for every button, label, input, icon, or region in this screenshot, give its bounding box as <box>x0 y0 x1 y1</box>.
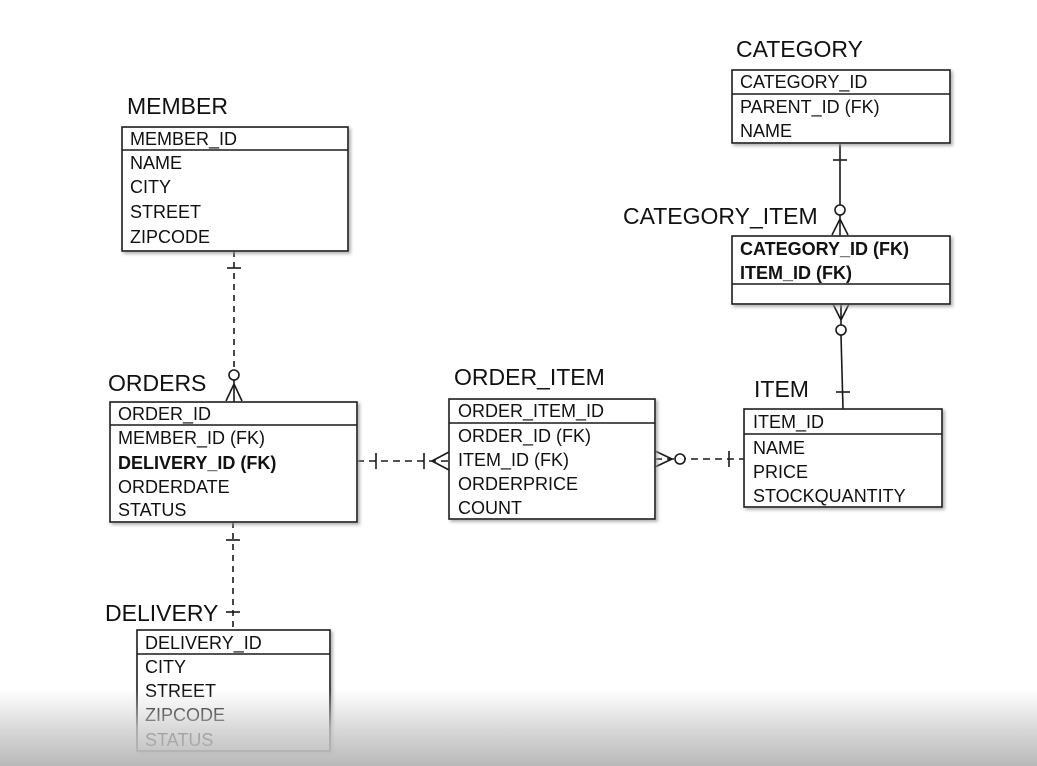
member-attr: STREET <box>130 202 201 222</box>
delivery-title: DELIVERY <box>105 600 218 626</box>
category-item-key: ITEM_ID (FK) <box>740 263 852 283</box>
orders-title: ORDERS <box>108 370 206 396</box>
item-title: ITEM <box>754 376 809 402</box>
orders-box <box>109 401 358 523</box>
category-attr: NAME <box>740 121 792 141</box>
delivery-attr: ZIPCODE <box>145 705 225 725</box>
category-attr: PARENT_ID (FK) <box>740 97 880 118</box>
member-box <box>121 126 349 252</box>
relationship-item-orderitem <box>654 450 744 468</box>
item-key: ITEM_ID <box>753 412 824 433</box>
member-attr: ZIPCODE <box>130 227 210 247</box>
orders-attr: DELIVERY_ID (FK) <box>118 453 276 473</box>
item-attr: PRICE <box>753 462 808 482</box>
relationship-item-categoryitem <box>832 303 850 410</box>
relationship-category-categoryitem <box>831 143 849 236</box>
delivery-attr: STREET <box>145 681 216 701</box>
member-attr: NAME <box>130 153 182 173</box>
category-item-title: CATEGORY_ITEM <box>623 203 818 229</box>
category-title: CATEGORY <box>736 36 863 62</box>
orders-key: ORDER_ID <box>118 404 211 425</box>
delivery-attr: STATUS <box>145 730 213 750</box>
relationship-orders-orderitem <box>357 451 450 471</box>
orders-attr: ORDERDATE <box>118 477 230 497</box>
orders-attr: MEMBER_ID (FK) <box>118 428 265 449</box>
member-key: MEMBER_ID <box>130 129 237 150</box>
item-attr: STOCKQUANTITY <box>753 486 906 506</box>
delivery-key: DELIVERY_ID <box>145 633 262 654</box>
delivery-attr: CITY <box>145 657 186 677</box>
relationship-lines <box>225 143 850 630</box>
order-item-box <box>448 398 656 520</box>
order-item-title: ORDER_ITEM <box>454 364 605 390</box>
category-box <box>731 69 951 144</box>
order-item-attr: COUNT <box>458 498 522 518</box>
category-item-box <box>731 235 951 305</box>
member-attr: CITY <box>130 177 171 197</box>
item-box <box>743 408 943 508</box>
order-item-key: ORDER_ITEM_ID <box>458 401 604 422</box>
order-item-attr: ITEM_ID (FK) <box>458 450 569 471</box>
category-key: CATEGORY_ID <box>740 72 867 93</box>
item-attr: NAME <box>753 438 805 458</box>
member-title: MEMBER <box>127 93 228 119</box>
relationship-member-orders <box>225 251 243 402</box>
order-item-attr: ORDERPRICE <box>458 474 578 494</box>
order-item-attr: ORDER_ID (FK) <box>458 426 591 447</box>
orders-attr: STATUS <box>118 500 186 520</box>
relationship-orders-delivery <box>226 522 240 630</box>
category-item-key: CATEGORY_ID (FK) <box>740 239 909 259</box>
